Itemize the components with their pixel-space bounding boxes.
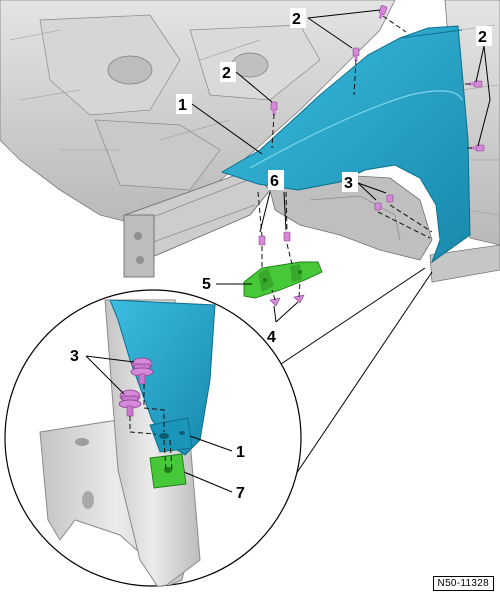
- bracket-bolts: [258, 231, 291, 246]
- callout-bracket-bolts: 6: [259, 170, 287, 233]
- callout-bolt-right: 2: [475, 26, 492, 147]
- callout-bracket: 5: [200, 273, 252, 293]
- svg-text:4: 4: [267, 329, 276, 346]
- fender-bracket: [243, 261, 323, 299]
- svg-text:2: 2: [478, 29, 487, 46]
- svg-text:3: 3: [344, 175, 353, 192]
- svg-text:5: 5: [202, 276, 211, 293]
- svg-text:2: 2: [222, 65, 231, 82]
- detail-view: [4, 289, 302, 587]
- callout-detail-plate: 7: [183, 471, 250, 502]
- callout-detail-fender: 1: [189, 435, 250, 461]
- vehicle-body-structure: [0, 0, 500, 283]
- svg-text:2: 2: [292, 11, 301, 28]
- svg-text:6: 6: [270, 173, 279, 190]
- detail-connector-lines: [271, 267, 433, 481]
- callout-bolt-mid: 2: [220, 62, 273, 103]
- svg-text:1: 1: [178, 97, 187, 114]
- fender-bolts-top: [270, 5, 485, 152]
- callout-detail-bolts: 3: [68, 345, 135, 395]
- callout-bolt-top: 2: [290, 8, 381, 49]
- svg-text:3: 3: [70, 348, 79, 365]
- figure-reference-code: N50-11328: [432, 576, 494, 591]
- detail-bolt-upper: [130, 357, 154, 385]
- svg-text:7: 7: [236, 485, 245, 502]
- detail-bolt-lower: [118, 389, 142, 417]
- callout-arch-bolts: 3: [342, 172, 387, 201]
- fender-bolts-arch: [374, 194, 394, 211]
- bracket-clips: [269, 294, 305, 307]
- callout-clips: 4: [265, 301, 299, 346]
- svg-text:1: 1: [236, 444, 245, 461]
- callout-fender: 1: [176, 94, 263, 155]
